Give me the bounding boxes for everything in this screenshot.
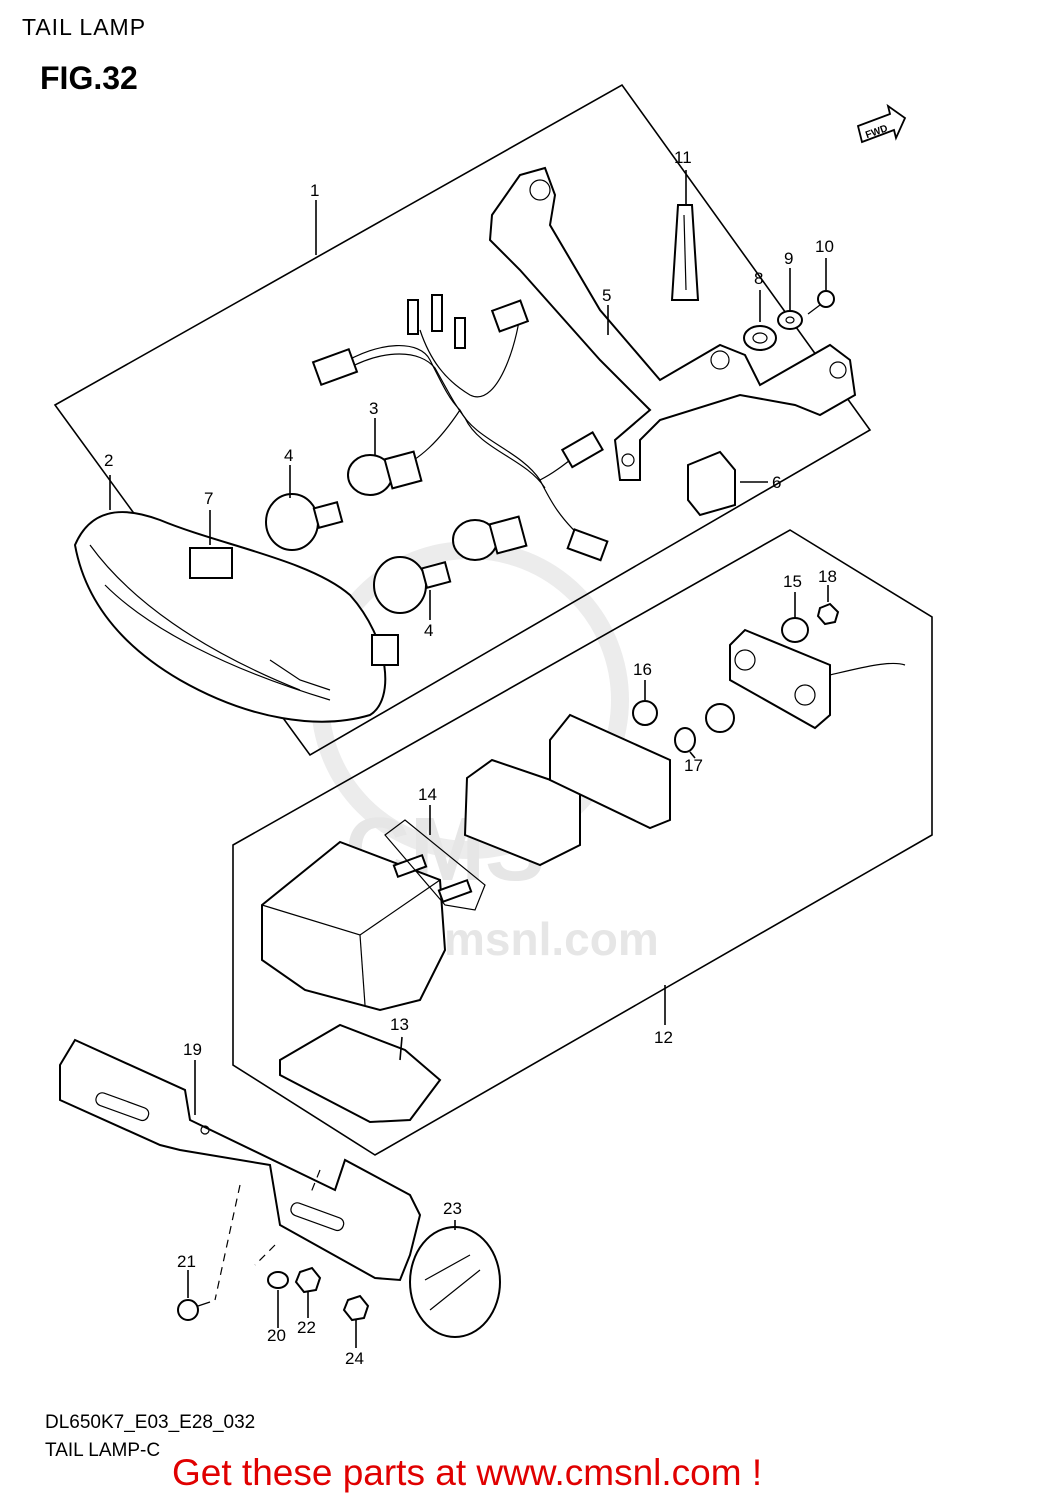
- assembly-12-frame: [232, 529, 933, 1156]
- callout-23: 23: [443, 1199, 462, 1218]
- figure-number: FIG.32: [40, 60, 138, 96]
- callout-18: 18: [818, 567, 837, 586]
- diagram-code: DL650K7_E03_E28_032: [45, 1412, 256, 1433]
- callout-2: 2: [104, 451, 113, 470]
- callout-4a: 4: [284, 446, 293, 465]
- callout-5: 5: [602, 286, 611, 305]
- callout-9: 9: [784, 249, 793, 268]
- washer-part-9: [777, 310, 803, 330]
- page-header-title: TAIL LAMP: [22, 14, 147, 40]
- grommet-part-15: [781, 617, 809, 643]
- screw-part-21: [177, 1299, 211, 1321]
- callout-4b: 4: [424, 621, 433, 640]
- callout-8: 8: [754, 269, 763, 288]
- callout-22: 22: [297, 1318, 316, 1337]
- bulb-part-4b: [373, 556, 452, 614]
- callout-15: 15: [783, 572, 802, 591]
- diagram-subtitle: TAIL LAMP-C: [45, 1440, 161, 1461]
- callout-10: 10: [815, 237, 834, 256]
- callout-6: 6: [772, 473, 781, 492]
- nut-part-24: [342, 1294, 370, 1322]
- lamp-cable: [829, 662, 906, 676]
- nut-part-18: [816, 602, 840, 626]
- callout-19: 19: [183, 1040, 202, 1059]
- callout-3: 3: [369, 399, 378, 418]
- washer-part-20: [267, 1271, 289, 1289]
- wiring-harness: [311, 294, 609, 562]
- screw-part-10: [807, 290, 835, 315]
- lens-part-13: [279, 1023, 442, 1124]
- bulb-part-17: [674, 727, 696, 753]
- fwd-arrow-icon: FWD: [856, 103, 907, 144]
- lamp-housing-part-2: [73, 511, 399, 723]
- callout-14: 14: [418, 785, 437, 804]
- bracket-part-5: [488, 166, 857, 481]
- socket-part-3: [347, 450, 423, 496]
- callout-16: 16: [633, 660, 652, 679]
- callout-1: 1: [310, 181, 319, 200]
- reflector-part-23: [409, 1226, 501, 1338]
- socket-bulb: [705, 703, 735, 733]
- leader-lines: [109, 170, 829, 1348]
- callout-20: 20: [267, 1326, 286, 1345]
- callout-24: 24: [345, 1349, 364, 1368]
- grommet-part-16: [632, 700, 658, 726]
- callout-11: 11: [674, 148, 692, 167]
- cushion-part-6: [687, 450, 736, 517]
- grommet-part-8: [743, 325, 777, 351]
- socket-part-3b: [452, 515, 528, 561]
- bulb-part-4a: [265, 493, 344, 551]
- cta-link[interactable]: Get these parts at www.cmsnl.com !: [172, 1452, 763, 1493]
- housing-inner: [463, 758, 581, 867]
- callout-21: 21: [177, 1252, 196, 1271]
- bracket-part-19: [59, 1038, 422, 1282]
- callout-7: 7: [204, 489, 213, 508]
- callout-labels: 1 2 3 4 4 5 6 7 8 9 10 11 12 13 14 15 16…: [104, 148, 837, 1368]
- tail-lamp-part-12: [261, 840, 473, 1012]
- lamp-bracket-upper: [549, 713, 671, 830]
- gasket-part-14: [384, 819, 486, 911]
- callout-12: 12: [654, 1028, 673, 1047]
- nut-part-22: [294, 1266, 322, 1294]
- callout-17: 17: [684, 756, 703, 775]
- callout-13: 13: [390, 1015, 409, 1034]
- socket-plate: [729, 628, 831, 730]
